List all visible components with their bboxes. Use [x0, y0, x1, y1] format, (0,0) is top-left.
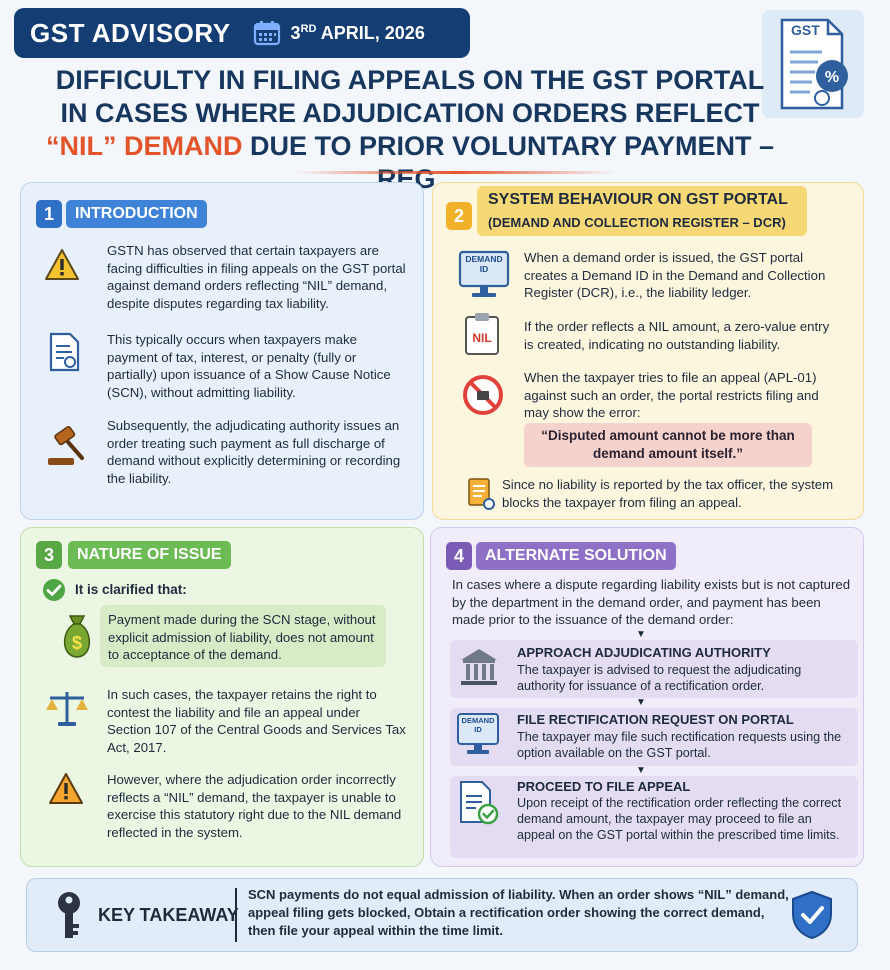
step-3-text: Upon receipt of the rectification order … — [517, 796, 842, 842]
section-title-nature: NATURE OF ISSUE — [68, 541, 231, 569]
clarified-label: It is clarified that: — [75, 582, 187, 597]
svg-text:%: % — [825, 69, 839, 86]
clipboard-icon — [465, 313, 499, 355]
step-arrow: ▼ — [636, 697, 646, 708]
monitor-icon — [458, 250, 510, 297]
key-takeaway-text: SCN payments do not equal admission of l… — [248, 887, 789, 938]
system-title-box — [477, 186, 807, 236]
file-check-icon — [460, 781, 499, 825]
system-text-3: When the taxpayer tries to file an appea… — [524, 370, 819, 420]
key-takeaway-label: KEY TAKEAWAY — [98, 905, 239, 925]
section-number-3: 3 — [36, 541, 62, 569]
step-2-text: The taxpayer may file such rectification… — [517, 730, 842, 760]
section-title-system: SYSTEM BEHAVIOUR ON GST PORTAL — [488, 191, 788, 208]
step-3-box — [450, 776, 858, 858]
introduction-card — [20, 182, 424, 520]
gavel-icon — [48, 426, 84, 465]
warning-icon — [45, 249, 79, 280]
section-number-4: 4 — [446, 542, 472, 570]
step-2-title: FILE RECTIFICATION REQUEST ON PORTAL — [517, 712, 794, 727]
section-subtitle-dcr: (DEMAND AND COLLECTION REGISTER – DCR) — [488, 215, 786, 230]
nature-text-1: In such cases, the taxpayer retains the … — [107, 687, 406, 755]
clarification-highlight-box — [100, 605, 386, 667]
check-circle-icon — [43, 579, 65, 601]
solution-intro-text: In cases where a dispute regarding liabi… — [452, 577, 851, 627]
title-underline — [295, 171, 615, 174]
step-1-title: APPROACH ADJUDICATING AUTHORITY — [517, 645, 771, 660]
step-2-box — [450, 708, 858, 766]
system-text-1: When a demand order is issued, the GST p… — [524, 250, 826, 300]
money-bag-icon: $ — [63, 615, 91, 658]
no-entry-icon — [463, 375, 503, 415]
system-footer-text: Since no liability is reported by the ta… — [502, 477, 834, 510]
courthouse-icon — [461, 649, 497, 685]
step-arrow: ▼ — [636, 629, 646, 640]
step-1-box — [450, 640, 858, 698]
page-title: DIFFICULTY IN FILING APPEALS ON THE GST … — [45, 65, 775, 194]
demand-id-label: DEMAND ID — [465, 254, 503, 274]
nil-label: NIL — [472, 331, 492, 345]
clarification-text: Payment made during the SCN stage, witho… — [108, 612, 376, 662]
scales-icon — [46, 692, 88, 726]
warning-icon — [49, 773, 83, 804]
section-number-1: 1 — [36, 200, 62, 228]
document-icon — [49, 332, 80, 372]
svg-text:$: $ — [72, 633, 82, 653]
key-icon — [58, 892, 80, 938]
doc-icon-label: GST — [791, 22, 820, 38]
intro-text-2: This typically occurs when taxpayers mak… — [107, 332, 391, 400]
monitor-icon — [457, 713, 499, 754]
takeaway-divider — [235, 888, 237, 942]
section-title-solution: ALTERNATE SOLUTION — [476, 542, 676, 570]
system-text-2: If the order reflects a NIL amount, a ze… — [524, 319, 830, 352]
intro-text-3: Subsequently, the adjudicating authority… — [107, 418, 401, 486]
error-message-box: “Disputed amount cannot be more than dem… — [524, 423, 812, 467]
report-icon — [468, 478, 495, 510]
section-number-2: 2 — [446, 202, 472, 230]
advisory-date: 3RD APRIL, 2026 — [290, 22, 425, 43]
step-1-text: The taxpayer is advised to request the a… — [517, 663, 802, 693]
gst-document-icon: % — [762, 10, 864, 118]
calendar-icon — [253, 21, 280, 46]
step-3-title: PROCEED TO FILE APPEAL — [517, 779, 691, 794]
advisory-header-pill: GST ADVISORY 3RD APRIL, 2026 — [14, 8, 470, 58]
brand-title: GST ADVISORY — [30, 17, 231, 48]
intro-text-1: GSTN has observed that certain taxpayers… — [107, 243, 406, 311]
demand-id-label: DEMAND ID — [461, 716, 495, 734]
section-title-introduction: INTRODUCTION — [66, 200, 207, 228]
key-takeaway-bar — [26, 878, 858, 952]
nature-of-issue-card — [20, 527, 424, 867]
nature-text-2: However, where the adjudication order in… — [107, 772, 402, 840]
shield-check-icon — [792, 890, 832, 940]
step-arrow: ▼ — [636, 765, 646, 776]
